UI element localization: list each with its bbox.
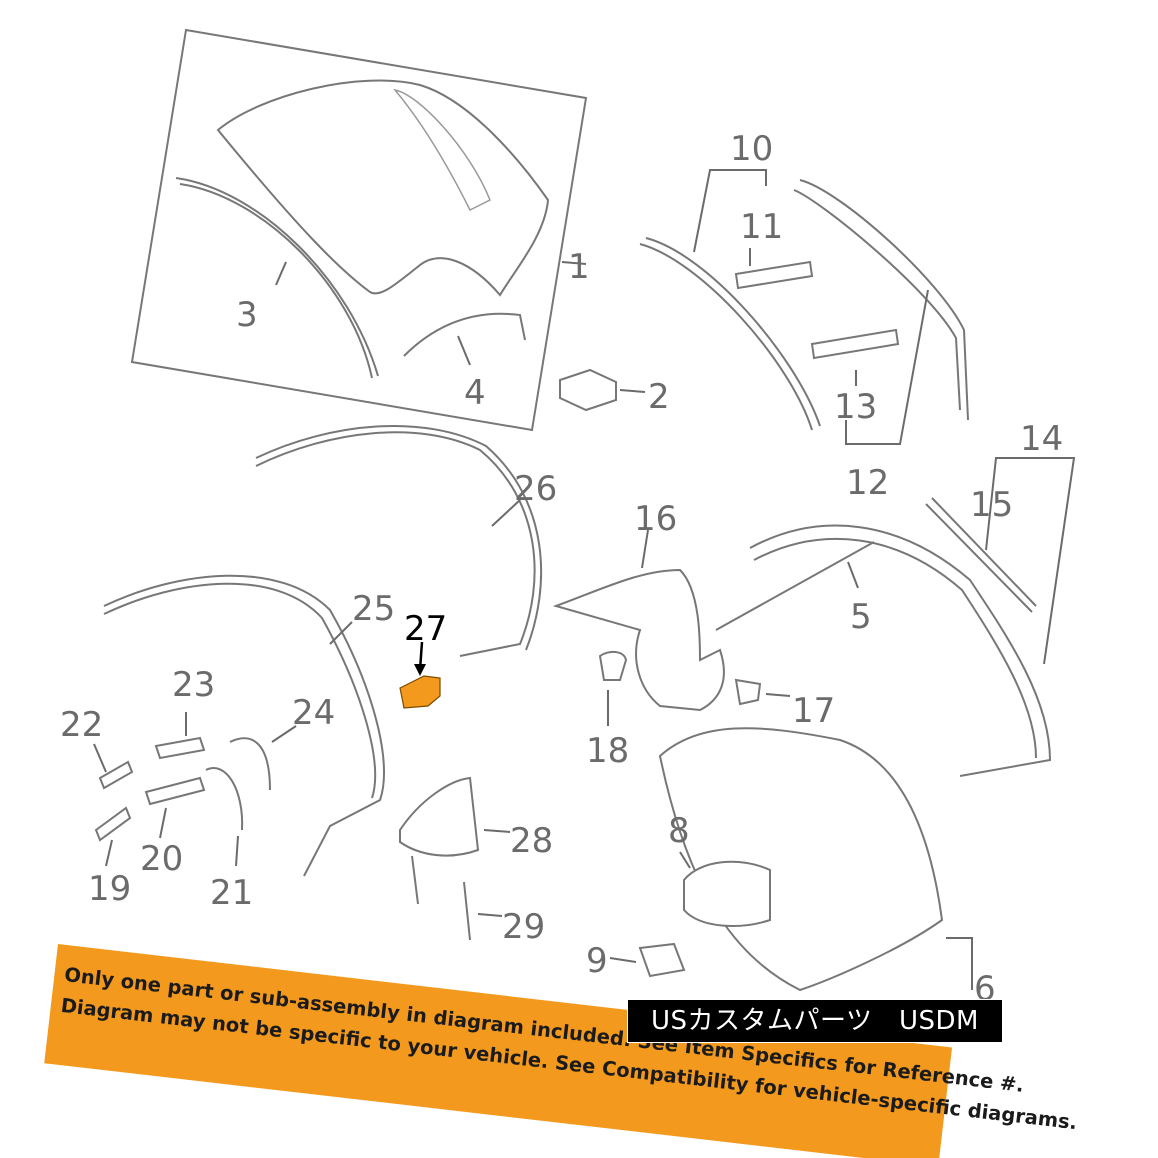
part-1-outline-box	[130, 28, 588, 432]
parts-14-15-5-rails	[715, 457, 1076, 777]
store-watermark: USカスタムパーツ USDM	[627, 999, 1003, 1043]
callout-28: 28	[510, 821, 553, 861]
callout-9: 9	[586, 941, 608, 981]
part-25-seal	[103, 574, 386, 877]
part-8-latch	[683, 860, 771, 927]
callout-10: 10	[730, 129, 773, 169]
part-27-bracket	[399, 675, 441, 709]
parts-19-24-trims	[93, 712, 297, 867]
parts-16-18-mechanism	[552, 529, 791, 726]
part-28-bin	[399, 776, 480, 857]
callout-3: 3	[236, 295, 258, 335]
callout-23: 23	[172, 665, 215, 705]
parts-10-13-rails	[639, 169, 969, 445]
part-1-hardtop	[216, 79, 550, 297]
part-16-mechanism	[552, 568, 725, 712]
part-23-trim	[154, 736, 206, 760]
parts-6-8-9	[609, 727, 973, 992]
callout-22: 22	[60, 705, 103, 745]
callout-20: 20	[140, 839, 183, 879]
callout-17: 17	[792, 691, 835, 731]
callout-8: 8	[668, 811, 690, 851]
part-29-rod	[463, 881, 471, 941]
callout-21: 21	[210, 873, 253, 913]
part-18-clip	[598, 650, 628, 681]
parts-28-29	[399, 776, 511, 941]
callout-24: 24	[292, 693, 335, 733]
callout-5: 5	[850, 597, 872, 637]
callout-4: 4	[464, 373, 486, 413]
part-1-hardtop-group	[130, 28, 588, 432]
part-17-bolt	[734, 678, 762, 706]
part-3-seal	[175, 177, 379, 377]
part-5-rod	[715, 541, 875, 631]
part-20-trim	[144, 776, 206, 806]
callout-11: 11	[740, 207, 783, 247]
callout-12: 12	[846, 463, 889, 503]
callout-13: 13	[834, 387, 877, 427]
part-13-strip	[810, 328, 900, 360]
callout-14: 14	[1020, 419, 1063, 459]
part-9-bracket	[638, 942, 686, 978]
part-12-rail	[799, 179, 969, 421]
callout-26: 26	[514, 469, 557, 509]
part-21-trim	[205, 767, 244, 831]
callout-15: 15	[970, 485, 1013, 525]
callout-18: 18	[586, 731, 629, 771]
callout-1: 1	[568, 247, 590, 287]
callout-19: 19	[88, 869, 131, 909]
part-11-strip	[734, 260, 814, 290]
callout-25: 25	[352, 589, 395, 629]
callout-2: 2	[648, 377, 670, 417]
callout-6: 6	[974, 969, 996, 1009]
part-26-seal	[255, 431, 536, 657]
part-19-trim	[94, 806, 132, 842]
callout-16: 16	[634, 499, 677, 539]
part-10-rail	[639, 243, 813, 431]
part-22-trim	[98, 760, 134, 790]
callout-27: 27	[404, 609, 447, 649]
parts-25-26-seals	[103, 424, 543, 877]
part-6-cover	[658, 727, 944, 992]
part-24-trim	[229, 737, 271, 791]
part-2-block	[559, 368, 646, 412]
part-15-strip	[925, 503, 1033, 613]
part-27-highlighted	[399, 641, 441, 709]
part-14-rail	[749, 524, 1052, 777]
callout-29: 29	[502, 907, 545, 947]
